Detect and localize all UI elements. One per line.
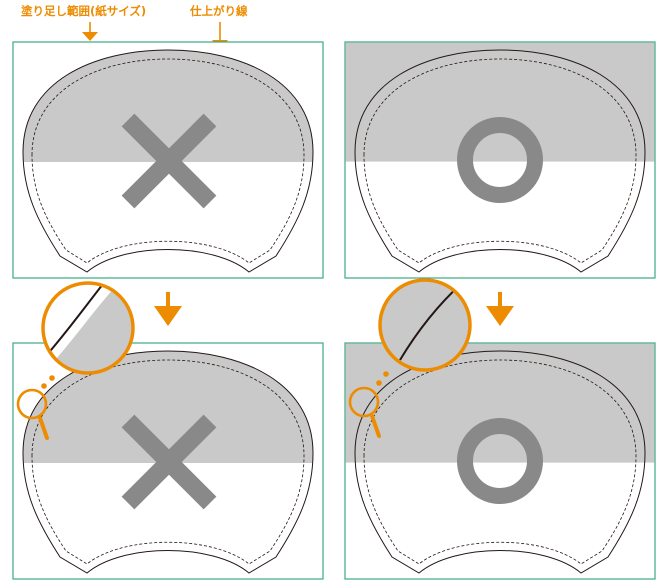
panel-bottom-right: [344, 342, 656, 580]
cross-mark-icon: [121, 113, 217, 209]
bleed-area-label: 塗り足し範囲(紙サイズ): [21, 4, 146, 18]
magnifier-left: [16, 281, 135, 440]
down-arrow-left-icon: [154, 292, 182, 326]
label-trim-line: 仕上がり線: [189, 4, 248, 18]
trim-line-label: 仕上がり線: [189, 4, 248, 18]
cross-mark-icon: [121, 414, 217, 510]
circle-mark-icon: [457, 418, 543, 504]
magnifier-lens-icon: [348, 386, 381, 438]
bleed-arrow-icon: [82, 22, 98, 41]
panel-top-left: [12, 41, 324, 279]
label-bleed-area: 塗り足し範囲(紙サイズ): [21, 4, 146, 18]
panel-top-right: [344, 41, 656, 279]
zoom-dots: [41, 375, 55, 389]
panel-bottom-left: [12, 342, 324, 580]
magnifier-lens-icon: [16, 388, 49, 440]
zoom-dots: [376, 371, 389, 386]
down-arrow-right-icon: [486, 292, 514, 326]
magnifier-right: [348, 278, 472, 438]
circle-mark-icon: [457, 117, 543, 203]
